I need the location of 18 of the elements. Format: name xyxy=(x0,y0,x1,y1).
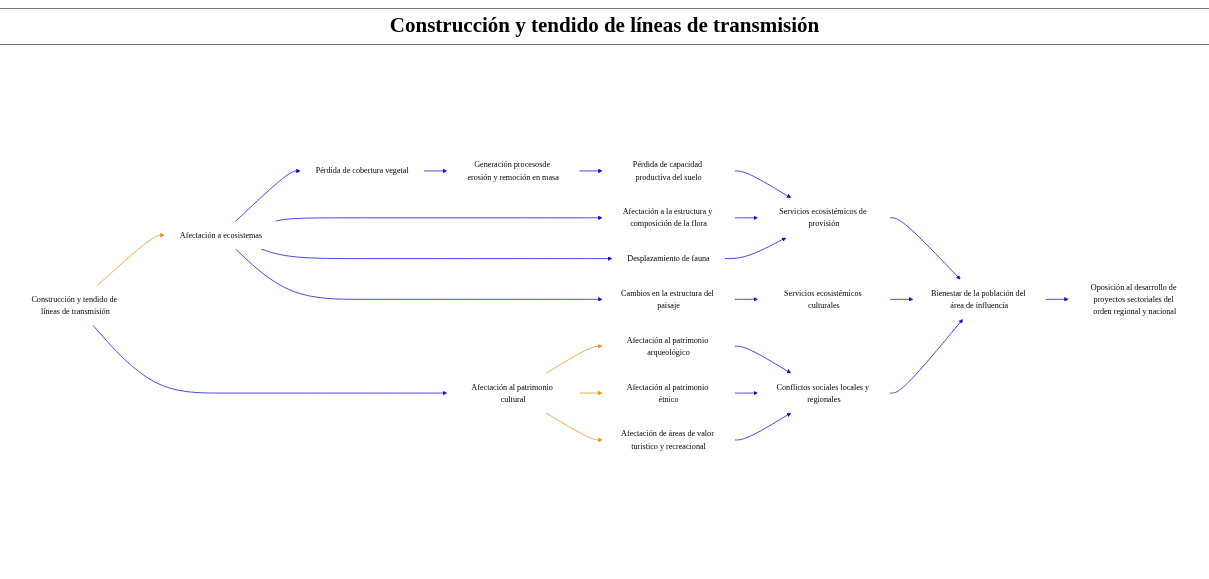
node-text: Servicios ecosistémicos culturales xyxy=(783,288,862,310)
node-text: Afectación de áreas de valor turistico y recreacional xyxy=(620,428,714,450)
node-text: Cambios en la estructura del paisaje xyxy=(620,288,714,310)
node-text: Afectación al patrimonio étnico xyxy=(626,381,708,403)
node-text: Afectación a ecosistemas xyxy=(179,230,262,239)
node-text: Conflictos sociales locales y regionales xyxy=(776,381,869,403)
node-text: Oposición al desarrollo de proyectos sectoriales del orden regional y nacional xyxy=(1090,282,1177,316)
node-text: Afectación al patrimonio arqueológico xyxy=(626,335,708,356)
node-text: Pérdida de cobertura vegetal xyxy=(315,165,409,175)
node-text: Construcción y tendido de líneas de transmisión xyxy=(30,294,117,316)
node-text: Afectación al patrimonio cultural xyxy=(470,381,553,403)
diagram-title: Construcción y tendido de líneas de transmisión xyxy=(0,8,1209,45)
node-text: Afectación a la estructura y composición de la flora xyxy=(622,206,712,228)
node-text: Bienestar de la población del área de influencia xyxy=(930,288,1026,310)
node-text: Servicios ecosistémicos de provisión xyxy=(778,206,867,228)
node-text: Generación procesosde erosión y remoción en masa xyxy=(466,159,559,181)
node-text: Desplazamiento de fauna xyxy=(626,253,710,263)
node-text: Pérdida de capacidad productiva del suelo xyxy=(632,159,702,181)
